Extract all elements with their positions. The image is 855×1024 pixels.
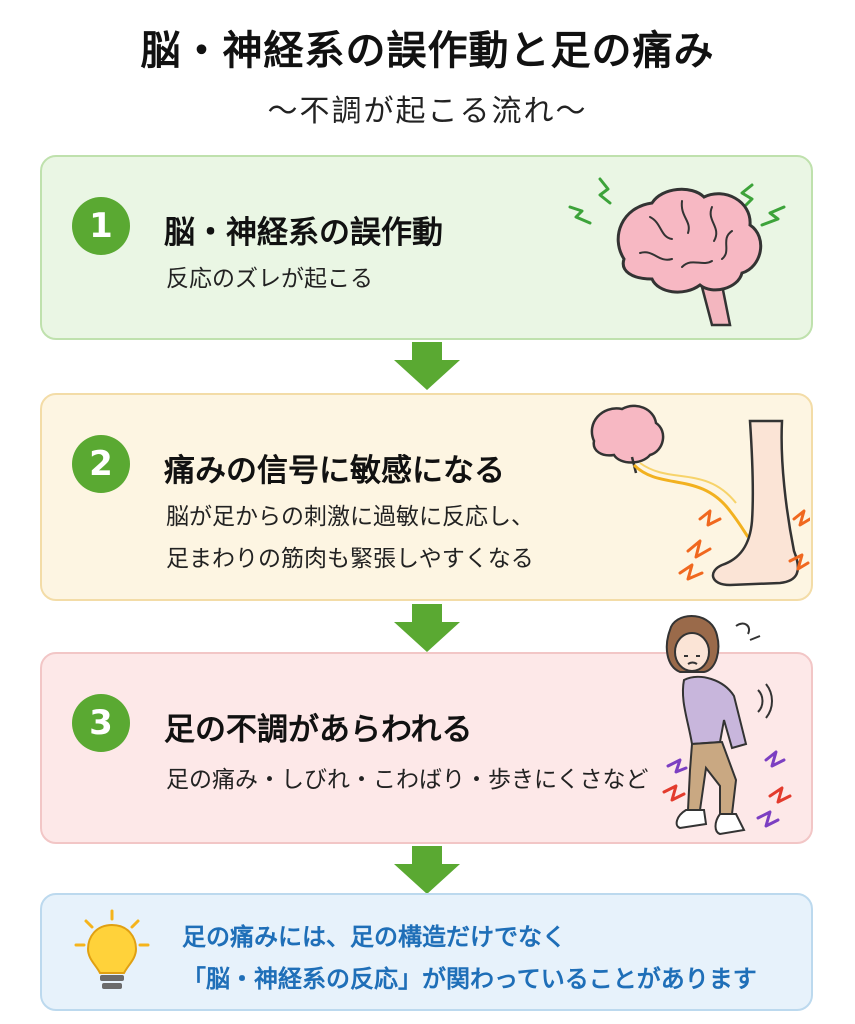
woman-leg-pain-icon [640, 610, 810, 855]
tip-card: 足の痛みには、足の構造だけでなく 「脳・神経系の反応」が関わっていることがありま… [40, 893, 813, 1011]
arrow-down-icon [392, 846, 462, 896]
arrow-down-icon [392, 604, 462, 654]
tip-text-line: 「脳・神経系の反応」が関わっていることがあります [182, 965, 757, 993]
step-description-line: 足の痛み・しびれ・こわばり・歩きにくさなど [166, 767, 649, 793]
step-description-line: 反応のズレが起こる [166, 266, 373, 292]
step-number-badge: 2 [72, 435, 130, 493]
step-card-1: 1 脳・神経系の誤作動 反応のズレが起こる [40, 155, 813, 340]
foot-pain-icon [580, 401, 810, 599]
step-heading: 足の不調があらわれる [164, 712, 473, 748]
step-heading: 脳・神経系の誤作動 [164, 215, 443, 251]
tip-text-line: 足の痛みには、足の構造だけでなく [182, 923, 566, 951]
arrow-down-icon [392, 342, 462, 392]
step-number-badge: 1 [72, 197, 130, 255]
step-number-badge: 3 [72, 694, 130, 752]
page-subtitle: 〜不調が起こる流れ〜 [267, 94, 588, 129]
page-title: 脳・神経系の誤作動と足の痛み [140, 28, 715, 74]
lightbulb-icon [72, 909, 152, 999]
step-description-line: 足まわりの筋肉も緊張しやすくなる [166, 546, 534, 572]
brain-icon [562, 167, 792, 332]
step-heading: 痛みの信号に敏感になる [164, 453, 505, 489]
step-description-line: 脳が足からの刺激に過敏に反応し、 [166, 504, 534, 530]
step-card-2: 2 痛みの信号に敏感になる 脳が足からの刺激に過敏に反応し、 足まわりの筋肉も緊… [40, 393, 813, 601]
